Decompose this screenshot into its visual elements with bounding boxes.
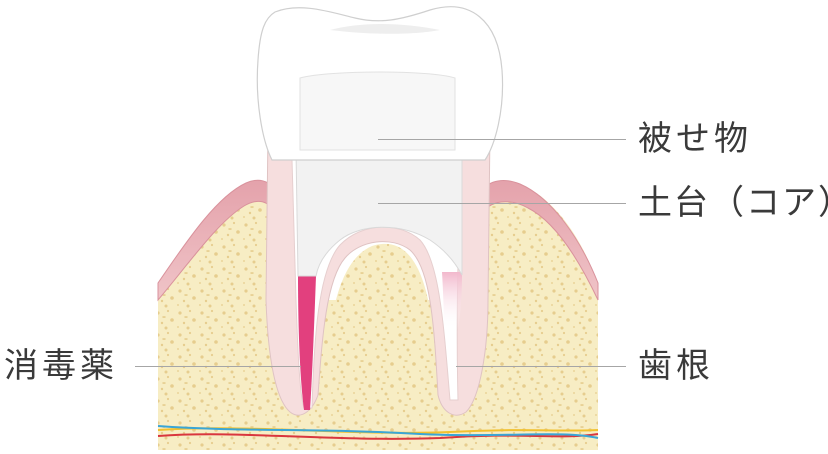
leader-root: [456, 366, 626, 367]
leader-crown: [378, 139, 626, 140]
crown-groove: [330, 24, 440, 34]
leader-medicine: [135, 366, 301, 367]
canal-light-fill: [442, 272, 462, 330]
core-post: [295, 149, 463, 277]
label-core: 土台（コア）: [638, 183, 828, 223]
medicine-fill: [298, 276, 316, 410]
label-root: 歯根: [638, 346, 714, 386]
bone-base: [158, 300, 598, 450]
label-medicine: 消毒薬: [4, 346, 118, 386]
vessel-blue: [157, 425, 599, 439]
label-crown: 被せ物: [638, 119, 752, 159]
crown-inner: [299, 71, 456, 151]
leader-core: [378, 203, 626, 204]
vessel-red: [157, 433, 599, 440]
